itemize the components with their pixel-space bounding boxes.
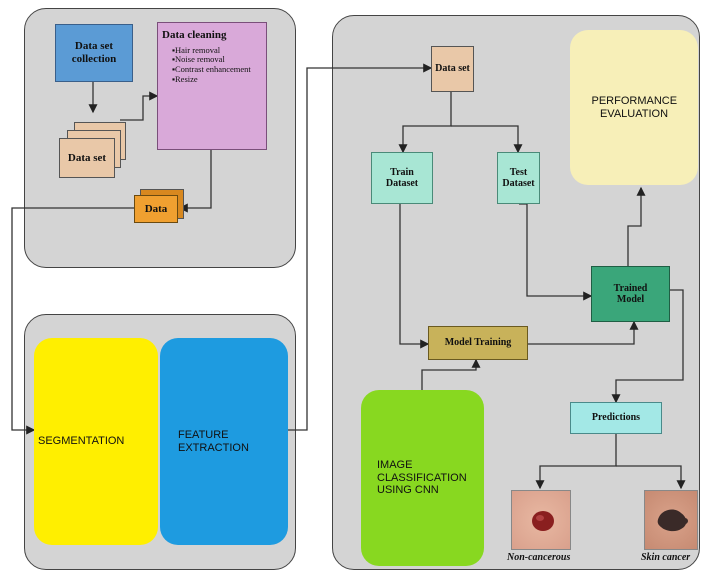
- arrow-dataset-to-cleaning: [120, 91, 159, 121]
- data-cleaning-steps: Hair removal Noise removal Contrast enha…: [162, 45, 251, 85]
- non-cancerous-image: [511, 490, 571, 550]
- skin-cancer-image: [644, 490, 698, 550]
- non-cancerous-caption: Non-cancerous: [507, 552, 571, 563]
- arrow-feature-to-dataset: [288, 63, 433, 431]
- arrow-trained-to-performance: [627, 186, 646, 266]
- cleaning-step: Hair removal: [172, 45, 251, 56]
- trained-model-box: Trained Model: [591, 266, 670, 322]
- test-dataset-label: Test Dataset: [502, 166, 535, 190]
- data-set-collection-box: Data set collection: [55, 24, 133, 82]
- predictions-box: Predictions: [570, 402, 662, 434]
- performance-evaluation-label: PERFORMANCE EVALUATION: [591, 94, 678, 120]
- image-classification-box: IMAGE CLASSIFICATION USING CNN: [361, 390, 484, 566]
- segmentation-box: SEGMENTATION: [34, 338, 158, 545]
- skin-cancer-caption: Skin cancer: [641, 552, 691, 563]
- test-dataset-box: Test Dataset: [497, 152, 540, 204]
- arrow-train-to-modeltraining: [399, 204, 430, 349]
- arrow-predictions-to-skincancer: [616, 465, 686, 490]
- predictions-label: Predictions: [591, 412, 641, 424]
- segmentation-label: SEGMENTATION: [38, 435, 125, 448]
- arrow-predictions-to-noncancerous: [535, 434, 617, 490]
- data-set-label: Data set: [435, 63, 470, 75]
- model-training-box: Model Training: [428, 326, 528, 360]
- data-cleaning-box: Data cleaning Hair removal Noise removal…: [157, 22, 267, 150]
- model-training-label: Model Training: [444, 337, 512, 349]
- cleaning-step: Contrast enhancement: [172, 64, 251, 75]
- arrow-trained-to-predictions: [611, 289, 684, 404]
- data-label: Data: [144, 202, 168, 215]
- data-set-stack-label: Data set: [67, 151, 107, 164]
- trained-model-label: Trained Model: [613, 282, 648, 306]
- cleaning-step: Noise removal: [172, 55, 251, 65]
- feature-extraction-label: FEATURE EXTRACTION: [178, 428, 249, 454]
- arrow-modeltraining-to-trained: [528, 320, 639, 345]
- data-set-stack-box: Data set: [59, 138, 115, 178]
- train-dataset-box: Train Dataset: [371, 152, 433, 204]
- arrow-cleaning-to-data: [178, 150, 212, 213]
- arrow-test-to-trained: [519, 203, 593, 301]
- data-cleaning-title: Data cleaning: [162, 29, 227, 41]
- arrow-dataset-to-test: [451, 125, 523, 154]
- data-set-collection-label: Data set collection: [71, 40, 117, 65]
- performance-evaluation-box: PERFORMANCE EVALUATION: [570, 30, 698, 185]
- arrow-dataset-split: [398, 92, 452, 154]
- train-dataset-label: Train Dataset: [385, 166, 419, 190]
- arrow-data-to-segmentation: [11, 207, 134, 435]
- data-box: Data: [134, 195, 178, 223]
- image-classification-label: IMAGE CLASSIFICATION USING CNN: [377, 459, 467, 497]
- data-set-box: Data set: [431, 46, 474, 92]
- feature-extraction-box: FEATURE EXTRACTION: [160, 338, 288, 545]
- cleaning-step: Resize: [172, 74, 251, 85]
- arrow-cnn-to-modeltraining: [421, 358, 481, 390]
